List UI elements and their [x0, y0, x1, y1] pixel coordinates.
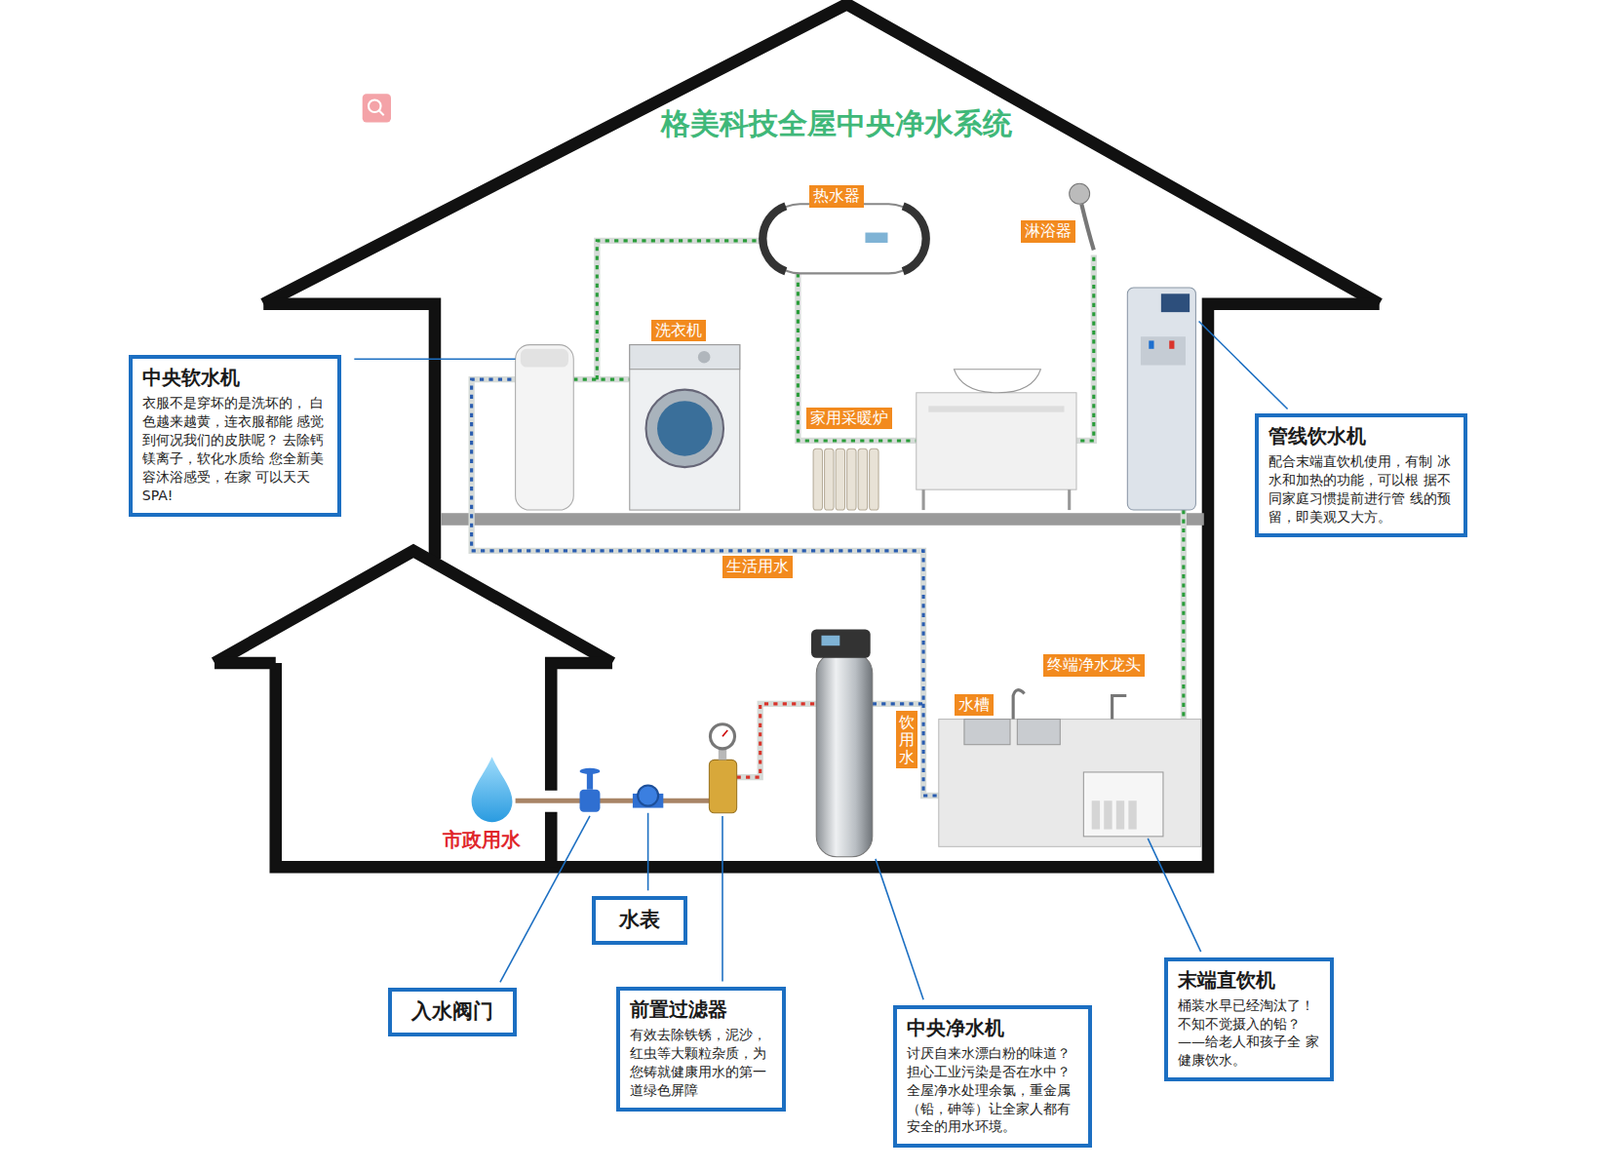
callout-heading: 前置过滤器 [629, 996, 773, 1023]
tag-text: 家用采暖炉 [810, 408, 889, 430]
purifier-tank [811, 628, 873, 857]
diagram-title: 格美科技全屋中央净水系统 [661, 104, 1013, 145]
callout-box: 入水阀门 [388, 987, 517, 1037]
appliance-tag: 生活用水 [722, 555, 793, 579]
prefilter-symbol [708, 724, 737, 814]
callout-box: 中央净水机讨厌自来水漂白粉的味道？ 担心工业污染是否在水中？ 全屋净水处理余氯，… [893, 1005, 1093, 1148]
label-text: 市政用水 [442, 826, 521, 854]
leader-line [353, 321, 1288, 1001]
tag-text: 生活用水 [726, 556, 789, 578]
search-icon [362, 93, 391, 122]
softener-illustration [515, 345, 575, 510]
callout-heading: 水表 [605, 905, 674, 934]
washer-illustration [629, 345, 741, 510]
callout-box: 管线饮水机配合末端直饮机使用，有制 冰水和加热的功能，可以根 据不同家庭习惯提前… [1254, 413, 1468, 539]
house-outline [214, 3, 1380, 867]
floor-slab [440, 512, 1205, 526]
appliance-tag: 热水器 [809, 185, 864, 208]
clean-water-pipe [573, 240, 1184, 788]
appliance-tag: 终端净水龙头 [1043, 654, 1145, 677]
basin-illustration [916, 369, 1077, 510]
callout-box: 中央软水机衣服不是穿坏的是洗坏的， 白色越来越黄，连衣服都能 感觉到何况我们的皮… [128, 354, 342, 516]
callout-body: 讨厌自来水漂白粉的味道？ 担心工业污染是否在水中？ 全屋净水处理余氯，重金属 （… [906, 1044, 1079, 1136]
callout-body: 桶装水早已经淘汰了！ 不知不觉摄入的铅？ ——给老人和孩子全 家健康饮水。 [1177, 996, 1321, 1071]
supply-pipe [515, 798, 710, 804]
callout-box: 前置过滤器有效去除铁锈，泥沙， 红虫等大颗粒杂质，为 您铸就健康用水的第一 道绿… [616, 986, 786, 1112]
callout-heading: 末端直饮机 [1177, 967, 1321, 994]
tag-text: 淋浴器 [1024, 221, 1072, 242]
callout-heading: 中央净水机 [906, 1014, 1079, 1042]
water-drop [471, 756, 513, 822]
tag-text: 洗衣机 [655, 320, 703, 342]
tag-text: 饮用水 [898, 713, 915, 766]
raw-water-pipe [737, 703, 818, 778]
radiator-illustration [813, 448, 879, 510]
tag-text: 终端净水龙头 [1047, 655, 1141, 676]
callout-body: 衣服不是穿坏的是洗坏的， 白色越来越黄，连衣服都能 感觉到何况我们的皮肤呢？ 去… [142, 393, 328, 505]
appliance-tag: 淋浴器 [1020, 220, 1076, 243]
callout-heading: 管线饮水机 [1268, 423, 1454, 450]
water-meter-symbol [632, 785, 664, 809]
appliance-tag: 水槽 [954, 694, 994, 717]
callout-heading: 入水阀门 [401, 997, 504, 1025]
callout-body: 配合末端直饮机使用，有制 冰水和加热的功能，可以根 据不同家庭习惯提前进行管 线… [1268, 452, 1454, 527]
callout-heading: 中央软水机 [142, 364, 328, 391]
appliance-tag: 家用采暖炉 [806, 407, 893, 430]
callout-box: 水表 [591, 896, 688, 945]
valve-symbol [580, 768, 601, 813]
appliance-tag: 饮用水 [896, 710, 918, 769]
appliance-tag: 洗衣机 [651, 319, 706, 343]
tag-text: 水槽 [958, 695, 990, 716]
dispenser-illustration [1127, 287, 1196, 510]
kitchen-illustration [938, 690, 1202, 848]
heater-illustration [762, 203, 926, 274]
callout-body: 有效去除铁锈，泥沙， 红虫等大颗粒杂质，为 您铸就健康用水的第一 道绿色屏障 [629, 1025, 773, 1100]
callout-box: 末端直饮机桶装水早已经淘汰了！ 不知不觉摄入的铅？ ——给老人和孩子全 家健康饮… [1164, 957, 1334, 1083]
tag-text: 热水器 [813, 186, 860, 207]
